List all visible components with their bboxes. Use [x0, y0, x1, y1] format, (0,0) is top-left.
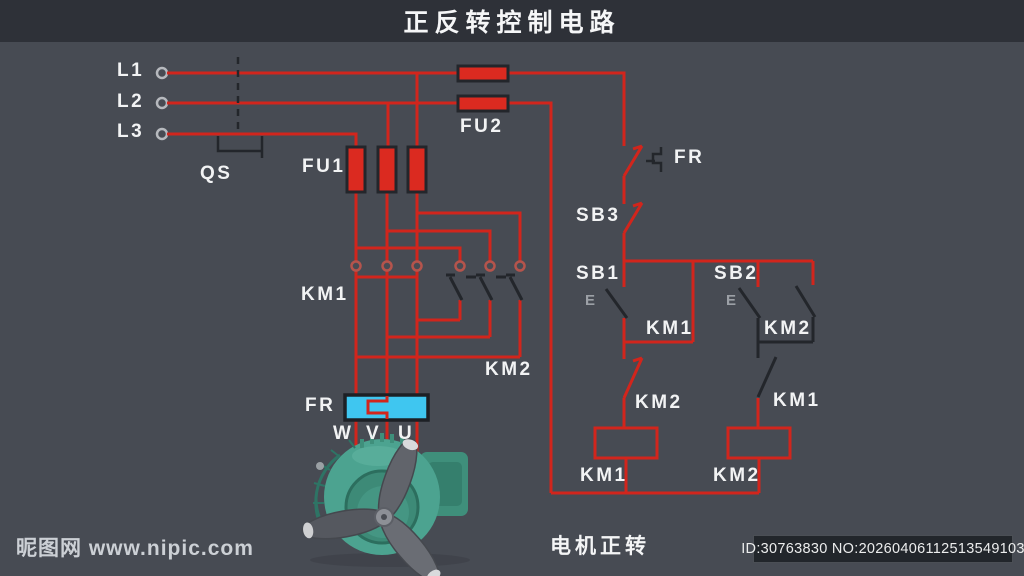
label-km2-main: KM2 — [485, 359, 533, 380]
control-circuit-deenergized — [604, 147, 817, 398]
label-phase-u: U — [398, 423, 415, 444]
label-qs: QS — [200, 163, 233, 184]
label-fu2: FU2 — [460, 116, 504, 137]
motor-state-caption: 电机正转 — [550, 535, 650, 558]
image-id-text: ID:30763830 NO:20260406112513549103 — [741, 541, 1024, 557]
label-l1: L1 — [117, 60, 145, 81]
label-km2-holding: KM2 — [764, 318, 812, 339]
title-bar: 正反转控制电路 — [0, 0, 1024, 42]
label-l2: L2 — [117, 91, 145, 112]
label-sb3: SB3 — [576, 205, 621, 226]
label-km1-main: KM1 — [301, 284, 349, 305]
qs-switch-symbol — [216, 57, 264, 158]
label-km2-interlock: KM2 — [635, 392, 683, 413]
fu1-fuses — [345, 145, 428, 194]
image-id-badge: ID:30763830 NO:20260406112513549103 — [741, 535, 1024, 563]
site-watermark: 昵图网 www.nipic.com — [16, 537, 254, 560]
main-circuit-wires — [167, 71, 626, 493]
label-l3: L3 — [117, 121, 145, 142]
label-km1-holding: KM1 — [646, 318, 694, 339]
contactor-terminal-rings — [350, 260, 526, 272]
propeller — [301, 438, 441, 576]
label-phase-v: V — [366, 423, 382, 444]
label-km1-coil: KM1 — [580, 465, 628, 486]
control-circuit-energized — [551, 144, 815, 495]
label-fu1: FU1 — [302, 156, 346, 177]
label-fr-contact: FR — [674, 147, 705, 168]
label-fr-heater: FR — [305, 395, 336, 416]
motor-image — [301, 433, 470, 576]
page-title: 正反转控制电路 — [403, 9, 621, 37]
label-sb1: SB1 — [576, 263, 621, 284]
km2-main-contacts-open — [446, 273, 524, 301]
label-e-sb2: E — [726, 292, 737, 309]
label-sb2: SB2 — [714, 263, 759, 284]
label-km2-coil: KM2 — [713, 465, 761, 486]
phase-terminals — [155, 66, 169, 141]
label-e-sb1: E — [585, 292, 596, 309]
label-phase-w: W — [333, 423, 354, 444]
fu2-fuses — [456, 64, 510, 113]
fr-overload-heater — [343, 393, 430, 422]
label-km1-interlock: KM1 — [773, 390, 821, 411]
